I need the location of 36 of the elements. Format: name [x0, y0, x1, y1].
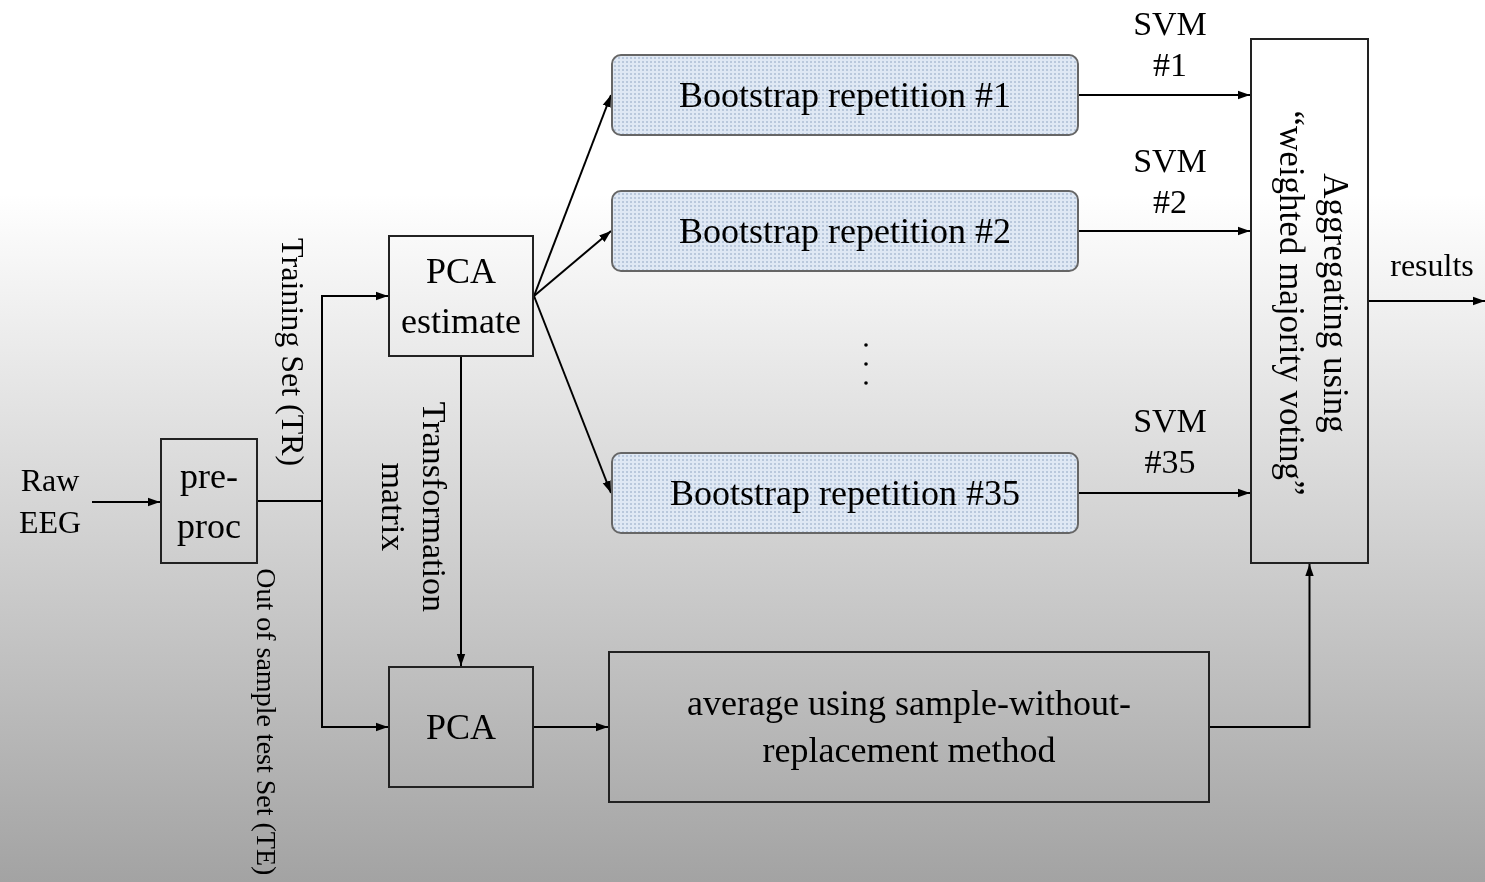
process-box	[608, 651, 1210, 803]
edge-label: Out of sample test Set (TE)	[249, 567, 283, 877]
arrow	[1368, 296, 1485, 306]
process-box	[611, 54, 1079, 136]
arrow	[533, 295, 612, 494]
box-text: Bootstrap repetition #1	[679, 73, 1011, 117]
box-text: PCA estimate	[400, 249, 522, 343]
edge-label: results	[1389, 246, 1475, 285]
arrow	[257, 500, 389, 732]
arrow	[1209, 563, 1314, 728]
process-box	[388, 235, 534, 357]
process-box	[388, 666, 534, 788]
arrow	[533, 230, 612, 297]
edge-label: SVM #35	[1132, 401, 1208, 482]
arrow	[1078, 90, 1251, 100]
arrow	[533, 722, 609, 732]
arrow	[91, 497, 161, 507]
process-box	[611, 190, 1079, 272]
arrow	[533, 94, 612, 297]
box-text: Aggregating using “weighted majority voting”	[1270, 109, 1356, 498]
process-box	[611, 452, 1079, 534]
edge-label: Transformation matrix	[374, 400, 454, 614]
process-box	[160, 438, 258, 564]
edge-label: Training Set (TR)	[274, 237, 313, 469]
box-text: PCA	[426, 705, 496, 749]
process-box	[1250, 38, 1369, 564]
box-text: Bootstrap repetition #2	[679, 209, 1011, 253]
edge-label: SVM #2	[1132, 141, 1208, 222]
text-label: Raw EEG	[8, 456, 92, 548]
box-text: pre-proc	[176, 454, 242, 548]
arrow	[456, 356, 466, 667]
box-text: Bootstrap repetition #35	[670, 471, 1020, 515]
arrow	[1078, 488, 1251, 498]
box-text: average using sample-without-replacement method	[686, 682, 1132, 772]
arrow	[1078, 226, 1251, 236]
edge-label: SVM #1	[1132, 4, 1208, 85]
